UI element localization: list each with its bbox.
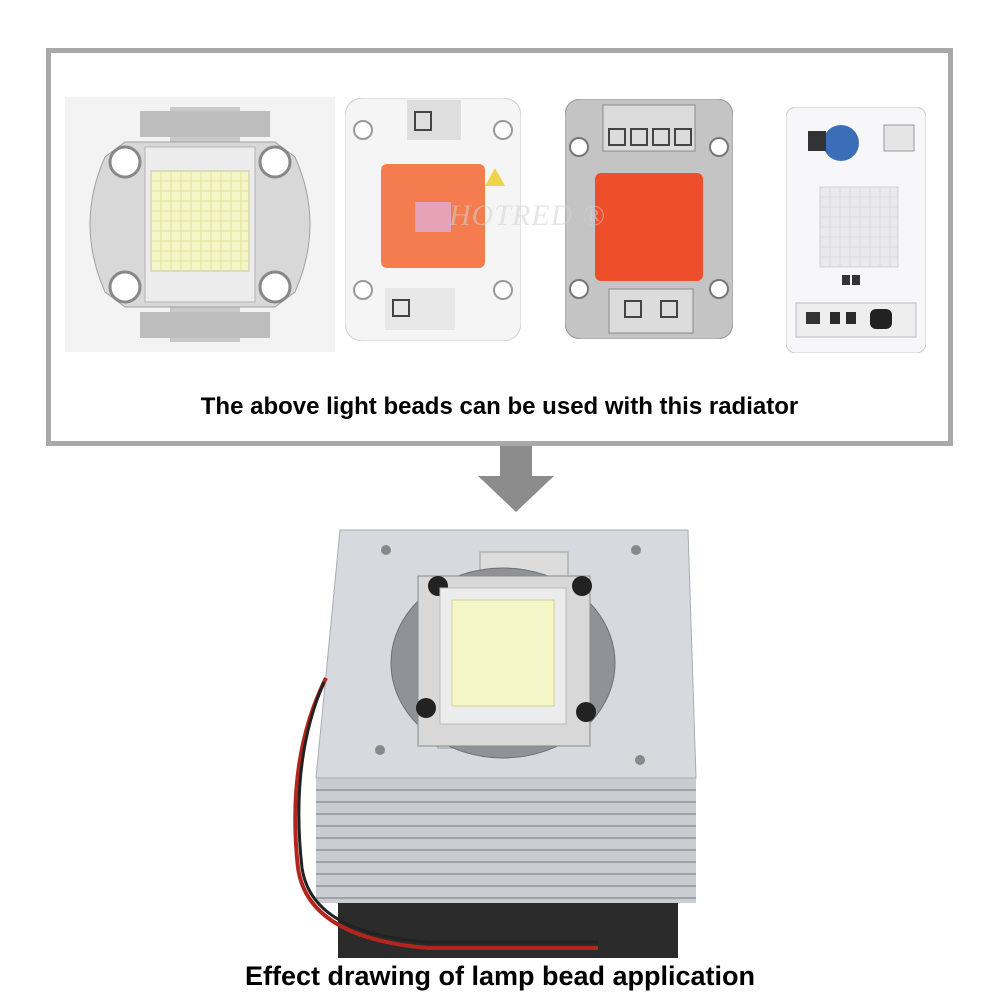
- red-ac-cob-image: [565, 99, 733, 339]
- white-driver-board-image: [786, 107, 926, 353]
- purple-ac-cob-image: [345, 98, 521, 341]
- down-arrow-icon: [478, 446, 554, 512]
- top-caption: The above light beads can be used with t…: [200, 393, 799, 420]
- white-cob-led-image: [65, 97, 335, 352]
- bead-options-panel: HOTRED ® The above light beads can be us…: [46, 48, 953, 446]
- watermark-text: HOTRED ®: [449, 199, 606, 232]
- heatsink-application-image: [293, 529, 697, 958]
- bottom-caption: Effect drawing of lamp bead application: [244, 961, 756, 991]
